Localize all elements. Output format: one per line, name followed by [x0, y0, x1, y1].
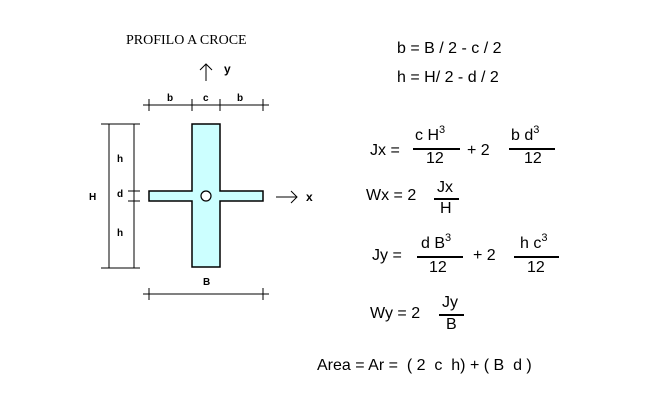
formula-h: h = H/ 2 - d / 2 — [397, 69, 499, 86]
wy-numerator: Jy — [442, 294, 458, 311]
x-axis-label: x — [306, 190, 313, 204]
jx-term1-denominator: 12 — [426, 150, 444, 167]
formula-b: b = B / 2 - c / 2 — [397, 40, 502, 57]
jy-term1-numerator: d B3 — [421, 232, 452, 252]
wx-fraction-bar — [434, 198, 459, 200]
jx-operator: + 2 — [467, 142, 490, 159]
jx-term2-numerator: b d3 — [511, 124, 540, 144]
left-dimension-line-hdh — [128, 124, 140, 268]
jy-term2-denominator: 12 — [527, 259, 545, 276]
jx-term2-fraction-bar — [509, 148, 555, 150]
formula-area: Area = Ar = ( 2 c h) + ( B d ) — [317, 357, 532, 374]
dim-label-b-right: b — [237, 93, 244, 104]
wy-lhs: Wy = 2 — [370, 305, 421, 322]
jy-term1-denominator: 12 — [429, 259, 447, 276]
jx-term2-denominator: 12 — [524, 150, 542, 167]
wx-lhs: Wx = 2 — [366, 187, 417, 204]
top-dimension-line — [143, 99, 269, 111]
y-axis-label: y — [224, 62, 231, 76]
wy-fraction-bar — [439, 314, 464, 316]
jx-term1-numerator: c H3 — [415, 124, 446, 144]
dim-label-h-upper: h — [117, 154, 124, 165]
dim-label-H: H — [89, 192, 97, 203]
wy-denominator: B — [446, 316, 457, 333]
jy-term1-fraction-bar — [417, 256, 463, 258]
bottom-dimension-line — [143, 288, 269, 300]
dim-label-d: d — [117, 189, 124, 200]
jy-lhs: Jy = — [372, 247, 402, 264]
dim-label-c: c — [203, 93, 209, 104]
jy-term2-numerator: h c3 — [520, 232, 548, 252]
jx-lhs: Jx = — [370, 142, 400, 159]
jx-term1-fraction-bar — [413, 148, 460, 150]
wx-denominator: H — [440, 200, 452, 217]
wx-numerator: Jx — [437, 179, 453, 196]
diagram-title: PROFILO A CROCE — [126, 33, 247, 48]
dim-label-b-left: b — [167, 93, 174, 104]
jy-operator: + 2 — [473, 247, 496, 264]
y-axis-arrow — [199, 63, 213, 81]
centroid-marker — [200, 190, 212, 202]
jy-term2-fraction-bar — [514, 256, 559, 258]
x-axis-arrow — [276, 190, 298, 204]
dim-label-B: B — [203, 277, 211, 288]
dim-label-h-lower: h — [117, 228, 124, 239]
